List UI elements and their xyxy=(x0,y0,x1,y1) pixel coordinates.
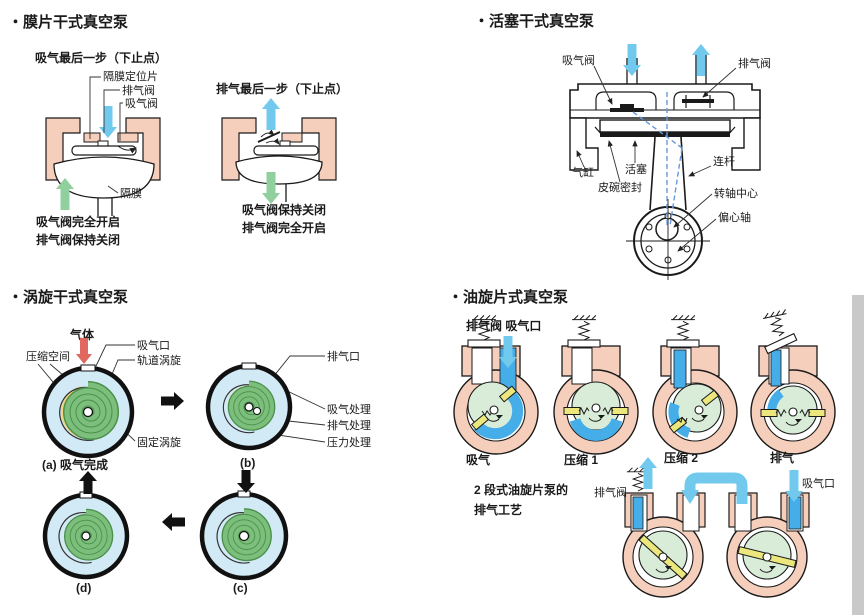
diaphragm-state2-caption: 排气最后一步（下止点） xyxy=(216,81,348,96)
state2-note-line2: 排气阀完全开启 xyxy=(242,220,326,235)
two-stage-note-line2: 排气工艺 xyxy=(474,502,522,517)
caption-a: (a) 吸气完成 xyxy=(42,457,108,472)
vane-pump-compress1 xyxy=(553,314,639,455)
vane-pump-suction xyxy=(453,314,539,455)
diaphragm-title: ・膜片干式真空泵 xyxy=(8,13,128,31)
intake-arrow-down xyxy=(99,106,117,138)
label-pressure-process: 压力处理 xyxy=(327,436,371,449)
label-compression-space: 压缩空间 xyxy=(26,349,70,363)
diaphragm-state1-caption: 吸气最后一步（下止点） xyxy=(35,50,167,65)
label-piston: 活塞 xyxy=(625,162,647,176)
label-suction-process: 吸气处理 xyxy=(327,402,371,416)
state1-note-line2: 排气阀保持关闭 xyxy=(36,232,120,247)
diaphragm-pump-panel: ・膜片干式真空泵 吸气最后一步（下止点） 隔膜定位片 排气阀 吸气阀 隔膜 吸气… xyxy=(8,13,348,247)
label-connecting-rod: 连杆 xyxy=(713,154,735,168)
caption-b: (b) xyxy=(240,456,255,470)
caption-c: (c) xyxy=(233,581,248,595)
caption-compress2: 压缩 2 xyxy=(664,450,698,465)
piston-pump-drawing xyxy=(569,44,761,280)
scroll-state-d xyxy=(42,491,130,580)
diaphragm-pump-state1-drawing xyxy=(45,76,161,216)
label-orbiting-scroll: 轨道涡旋 xyxy=(137,353,181,367)
label-diaphragm: 隔膜 xyxy=(120,187,142,200)
scroll-pump-panel: ・涡旋干式真空泵 气体 吸气口 轨道涡旋 压缩空间 固定涡旋 排气口 吸气处理 … xyxy=(8,288,371,595)
scroll-state-a xyxy=(41,364,135,459)
label-piston-intake-valve: 吸气阀 xyxy=(562,53,595,67)
scroll-state-b xyxy=(205,362,293,451)
vane-pump-exhaust xyxy=(750,308,836,455)
caption-d: (d) xyxy=(76,581,91,595)
label-eccentric-shaft: 偏心轴 xyxy=(718,210,751,224)
two-stage-drawing xyxy=(622,457,810,598)
label-two-stage-exhaust-valve: 排气阀 xyxy=(594,485,627,499)
two-stage-note-line1: 2 段式油旋片泵的 xyxy=(474,482,568,497)
scroll-state-c xyxy=(199,490,289,581)
cycle-arrow-up xyxy=(79,471,97,494)
label-exhaust-port: 排气口 xyxy=(327,349,360,363)
label-two-stage-intake-port: 吸气口 xyxy=(802,476,835,490)
diaphragm-pump-state2-drawing xyxy=(221,98,337,204)
caption-compress1: 压缩 1 xyxy=(564,452,598,467)
label-scroll-intake-port: 吸气口 xyxy=(137,338,170,352)
cycle-arrow-right xyxy=(161,392,184,410)
label-cylinder: 气缸 xyxy=(572,165,594,179)
label-fixed-scroll: 固定涡旋 xyxy=(137,435,181,449)
label-intake-valve: 吸气阀 xyxy=(125,96,158,110)
label-piston-exhaust-valve: 排气阀 xyxy=(738,56,771,70)
label-gas: 气体 xyxy=(69,327,95,342)
vane-pump-panel: ・油旋片式真空泵 排气阀 吸气口 xyxy=(448,288,836,598)
label-exhaust-process: 排气处理 xyxy=(327,418,371,432)
caption-suction: 吸气 xyxy=(466,452,490,467)
piston-pump-panel: ・活塞干式真空泵 xyxy=(474,12,771,280)
vane-pump-compress2 xyxy=(652,314,738,455)
piston-title: ・活塞干式真空泵 xyxy=(474,12,594,30)
label-diaphragm-positioner: 隔膜定位片 xyxy=(103,69,158,83)
vane-title: ・油旋片式真空泵 xyxy=(448,288,568,306)
caption-exhaust: 排气 xyxy=(770,450,794,465)
label-exhaust-valve: 排气阀 xyxy=(122,83,155,97)
exhaust-arrow-up xyxy=(262,98,280,130)
label-vane-exhaust-intake: 排气阀 吸气口 xyxy=(466,318,541,333)
label-shaft-center: 转轴中心 xyxy=(714,186,758,200)
cycle-arrow-down xyxy=(237,470,255,493)
label-cup-seal: 皮碗密封 xyxy=(598,180,642,194)
state2-note-line1: 吸气阀保持关闭 xyxy=(242,202,326,217)
page-edge-strip xyxy=(852,295,864,615)
cycle-arrow-left xyxy=(162,513,185,531)
state1-note-line1: 吸气阀完全开启 xyxy=(36,214,120,229)
scroll-title: ・涡旋干式真空泵 xyxy=(8,288,128,306)
